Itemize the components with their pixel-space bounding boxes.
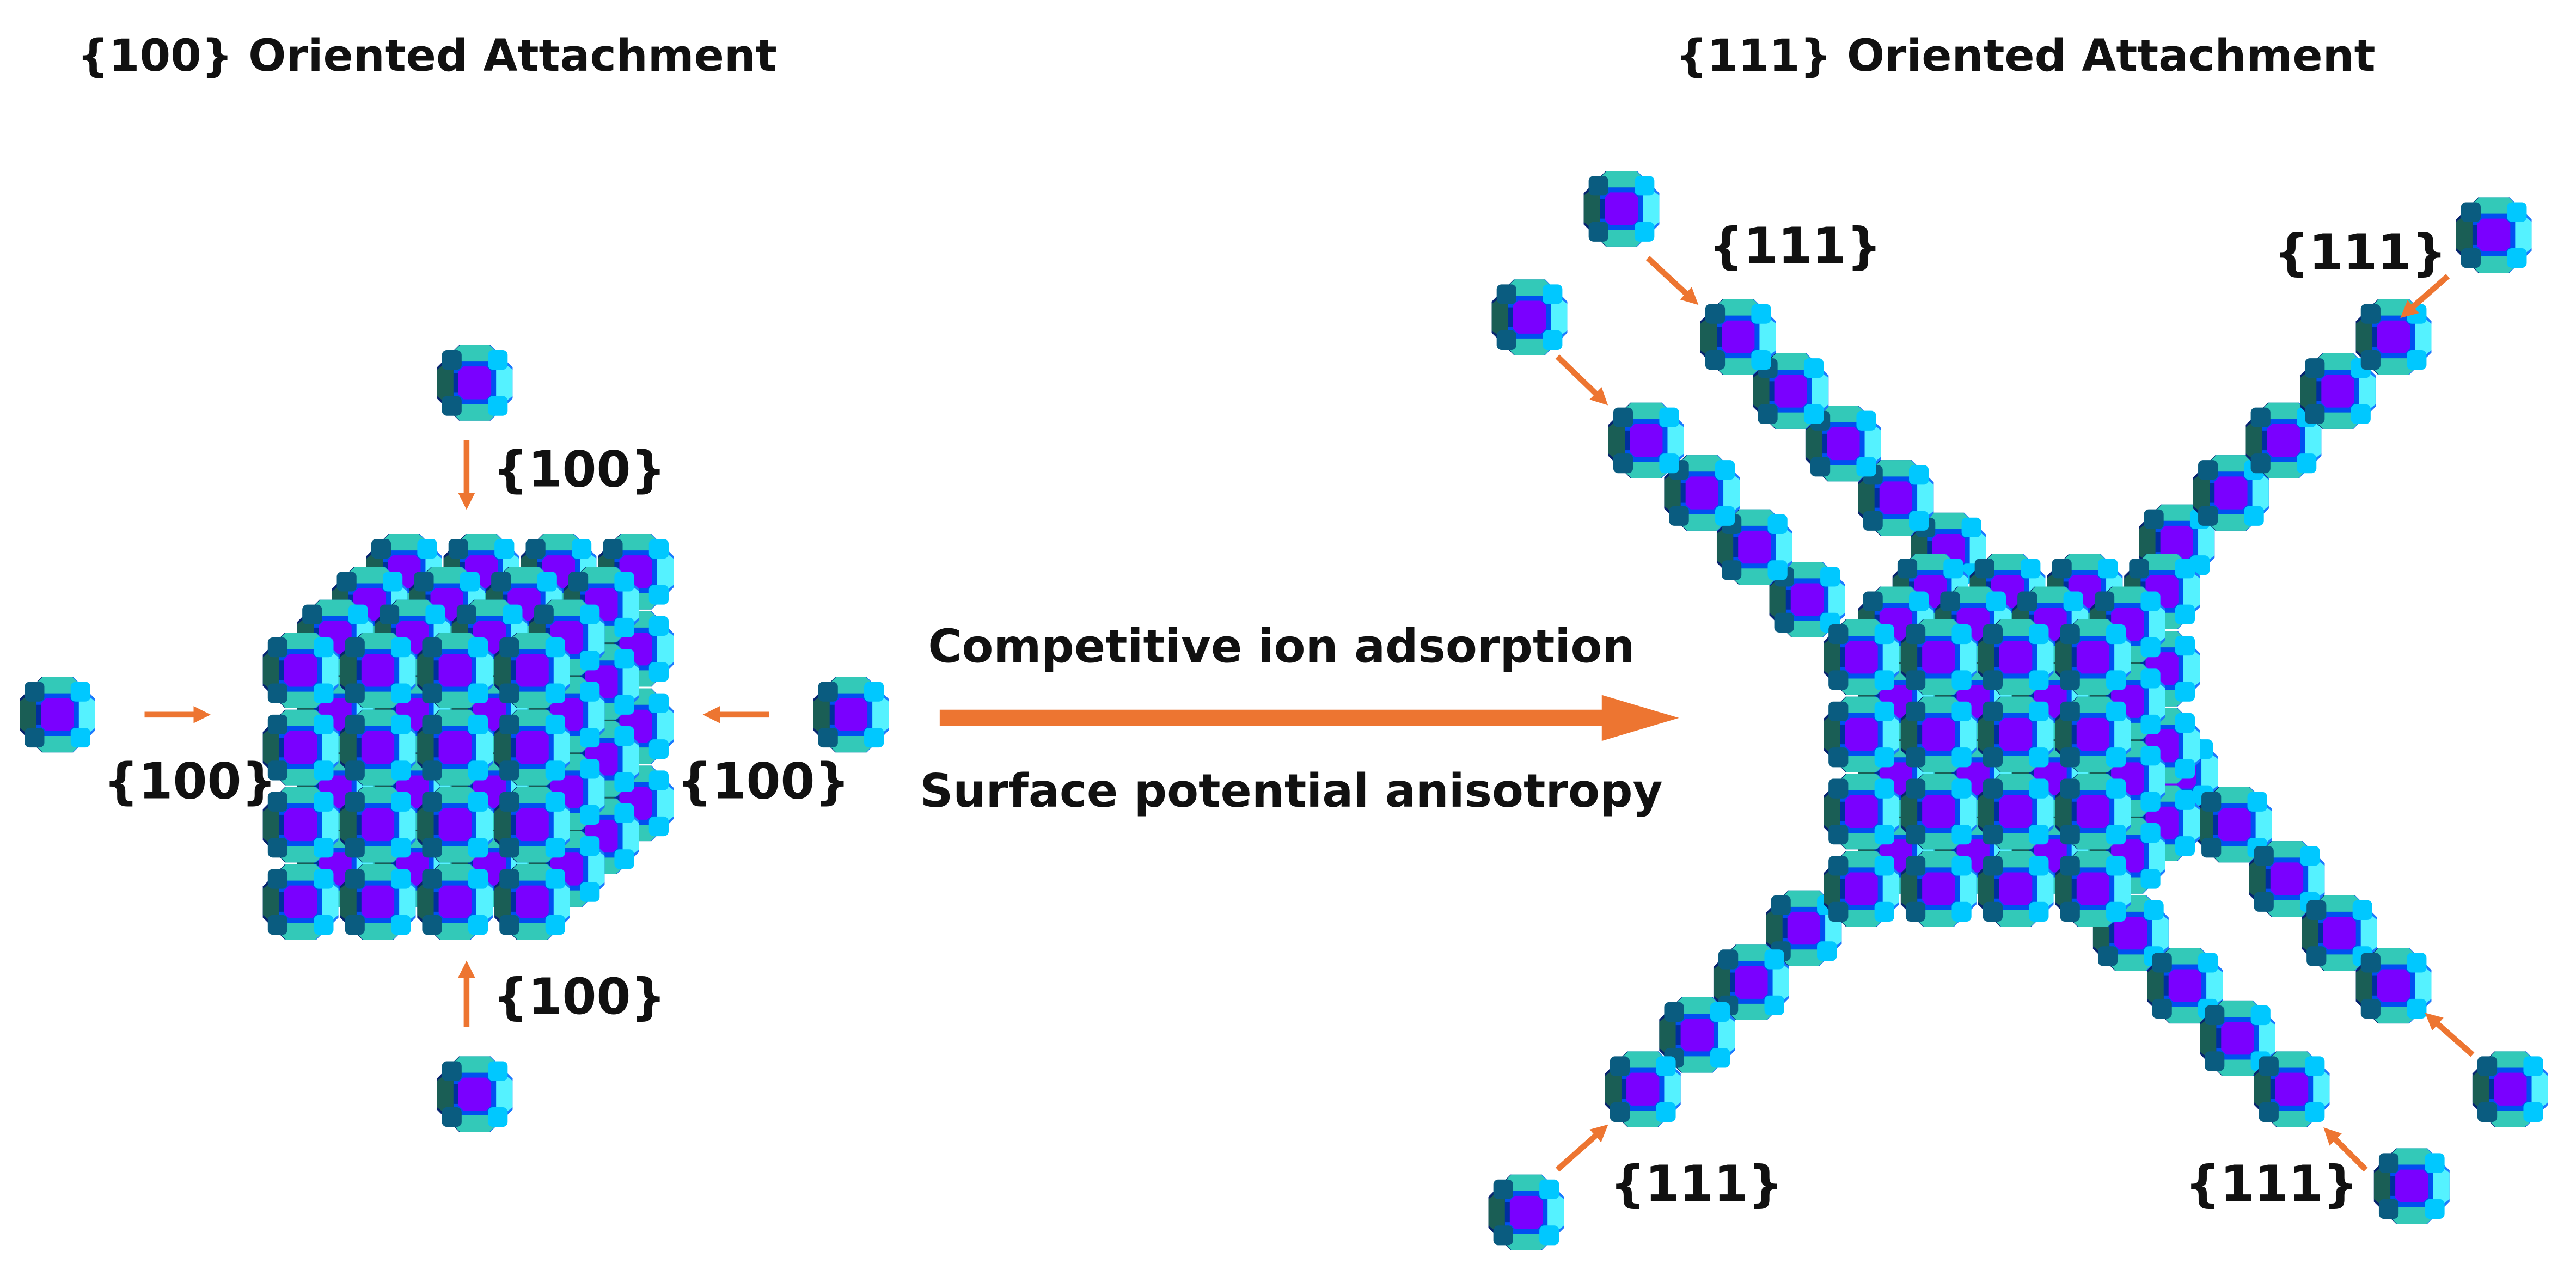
cube-particle-icon [1824, 619, 1899, 695]
cube-particle-icon [262, 632, 339, 708]
free-particle-icon [2472, 1051, 2548, 1127]
label-100-top: {100} [493, 441, 666, 498]
orange-arrow-icon [2425, 1013, 2475, 1057]
label-111-upper-right: {111} [2274, 224, 2447, 281]
cube-particle-icon [2055, 774, 2131, 850]
transition-text-bottom: Surface potential anisotropy [920, 764, 1662, 818]
label-111-lower-left: {111} [1610, 1156, 1783, 1213]
attachment-arrows [144, 256, 2475, 1172]
chain-particle-icon [1700, 299, 1776, 375]
cube-particle-icon [340, 864, 416, 940]
cube-particle-icon [1978, 619, 2054, 695]
free-particle-icon [2456, 197, 2532, 273]
free-particle-icon [1488, 1174, 1564, 1250]
label-111-upper-left: {111} [1709, 218, 1882, 275]
chain-particle-icon [2355, 948, 2432, 1024]
chain-particle-icon [2254, 1051, 2330, 1127]
free-particle-icon [2373, 1148, 2450, 1224]
cube-particle-icon [340, 787, 416, 863]
free-particle-icon [813, 677, 889, 753]
free-particle-icon [437, 1056, 513, 1132]
cube-particle-icon [417, 864, 493, 940]
cube-particle-icon [494, 787, 570, 863]
label-100-bottom: {100} [493, 968, 666, 1026]
title-100-oriented-attachment: {100} Oriented Attachment [77, 30, 777, 82]
chain-particle-icon [1605, 1051, 1681, 1127]
cube-particle-icon [1978, 774, 2054, 850]
transition-arrow-head [1601, 695, 1679, 741]
orange-arrow-icon [1555, 1124, 1608, 1172]
cube-particle-icon [1900, 774, 1977, 850]
cube-particle-icon [1824, 696, 1899, 772]
orange-arrow-icon [2323, 1127, 2368, 1172]
cube-particle-icon [417, 709, 493, 786]
cube-particle-icon [2055, 851, 2131, 927]
label-100-left: {100} [103, 753, 277, 811]
cube-particle-icon [340, 632, 416, 708]
cube-particle-icon [494, 864, 570, 940]
free-particle-icon [20, 677, 95, 753]
chain-particle-icon [1608, 402, 1684, 478]
cube-particle-icon [1978, 696, 2054, 772]
chain-particle-icon [2355, 299, 2432, 375]
cube-particle-icon [2055, 696, 2131, 772]
label-111-lower-right: {111} [2185, 1156, 2358, 1213]
cube-particle-icon [340, 709, 416, 786]
cube-assembly-100 [262, 533, 674, 940]
title-111-oriented-attachment: {111} Oriented Attachment [1676, 30, 2376, 82]
cube-particle-icon [494, 632, 570, 708]
cube-particle-icon [1824, 774, 1899, 850]
orange-arrow-icon [2400, 274, 2450, 318]
cube-particle-icon [262, 864, 339, 940]
free-particle-icon [1491, 279, 1568, 355]
transition-text-top: Competitive ion adsorption [928, 619, 1635, 673]
cube-particle-icon [1900, 851, 1977, 927]
cube-particle-icon [1978, 851, 2054, 927]
free-particle-icon [437, 345, 513, 421]
orange-arrow-icon [1645, 256, 1699, 305]
cube-particle-icon [417, 632, 493, 708]
cube-particle-icon [1900, 619, 1977, 695]
cube-particle-icon [2055, 619, 2131, 695]
orange-arrow-icon [1555, 354, 1608, 406]
cube-particle-icon [494, 709, 570, 786]
cube-particle-icon [417, 787, 493, 863]
cube-particle-icon [1900, 696, 1977, 772]
cube-particle-icon [1824, 851, 1899, 927]
label-100-right: {100} [677, 753, 850, 811]
free-particle-icon [1583, 171, 1660, 247]
